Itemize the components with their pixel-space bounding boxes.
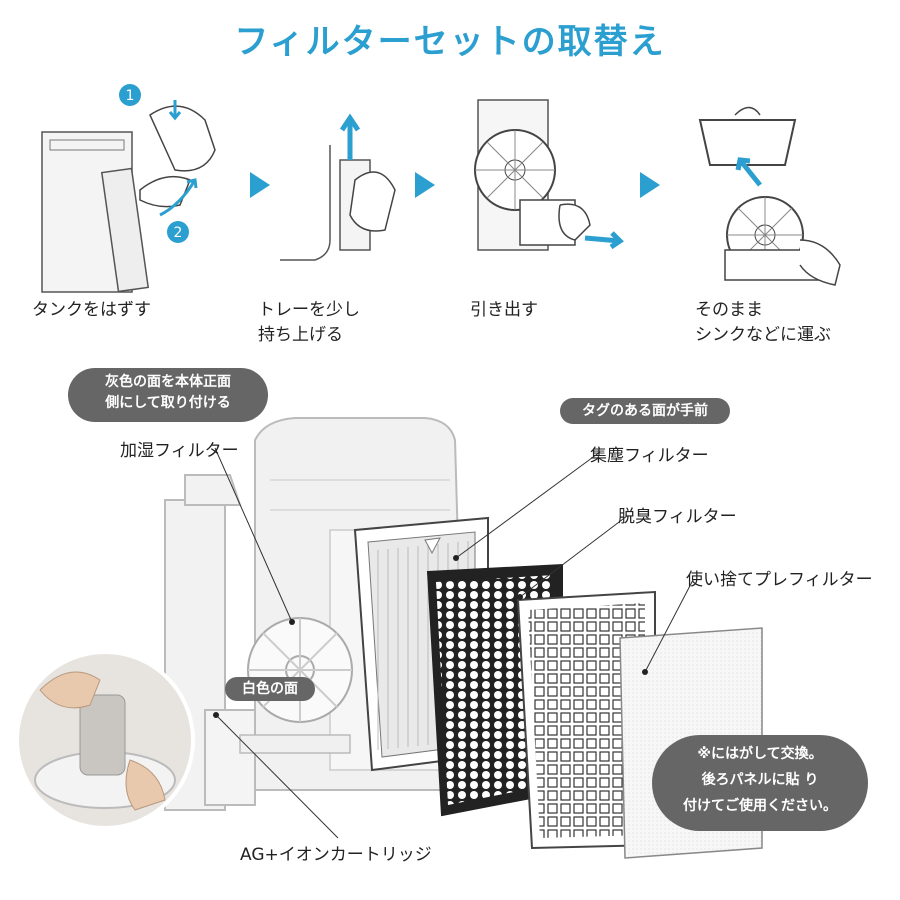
step-arrow-icon: [415, 172, 435, 198]
deodorize-filter-label: 脱臭フィルター: [618, 507, 737, 527]
tag-side-bubble: タグのある面が手前: [560, 398, 730, 424]
gray-side-bubble: 灰色の面を本体正面 側にして取り付ける: [68, 368, 268, 422]
step-2-label: トレーを少し 持ち上げる: [258, 300, 360, 345]
page-title: フィルターセットの取替え: [234, 22, 666, 62]
ag-cartridge-label: AG+イオンカートリッジ: [240, 845, 432, 865]
cartridge-photo: [15, 650, 195, 830]
step-number-1: 1: [126, 88, 135, 104]
dust-filter-label: 集塵フィルター: [590, 446, 709, 466]
note-bubble: ※にはがして交換。 後ろパネルに貼 り 付けてご使用ください。: [652, 735, 868, 831]
prefilter-label: 使い捨てプレフィルター: [686, 570, 873, 590]
step2-illustration: [280, 113, 396, 261]
step-arrow-icon: [640, 172, 660, 198]
step-arrow-icon: [250, 172, 270, 198]
step-1-label: タンクをはずす: [32, 300, 151, 320]
step-3-label: 引き出す: [470, 300, 538, 320]
callout-lines: [213, 447, 694, 839]
white-side-bubble: 白色の面: [225, 677, 315, 701]
step-number-badge: [119, 84, 141, 106]
steps-illustration: 1 2: [41, 84, 841, 293]
step3-illustration: [474, 99, 624, 251]
step-number-badge: [167, 221, 189, 243]
step-4-label: そのまま シンクなどに運ぶ: [695, 300, 831, 345]
humidify-filter-label: 加湿フィルター: [120, 441, 239, 461]
exploded-diagram: [15, 417, 763, 859]
step1-illustration: 1 2: [41, 84, 216, 293]
step4-illustration: [698, 106, 841, 286]
step-number-2: 2: [174, 225, 183, 241]
